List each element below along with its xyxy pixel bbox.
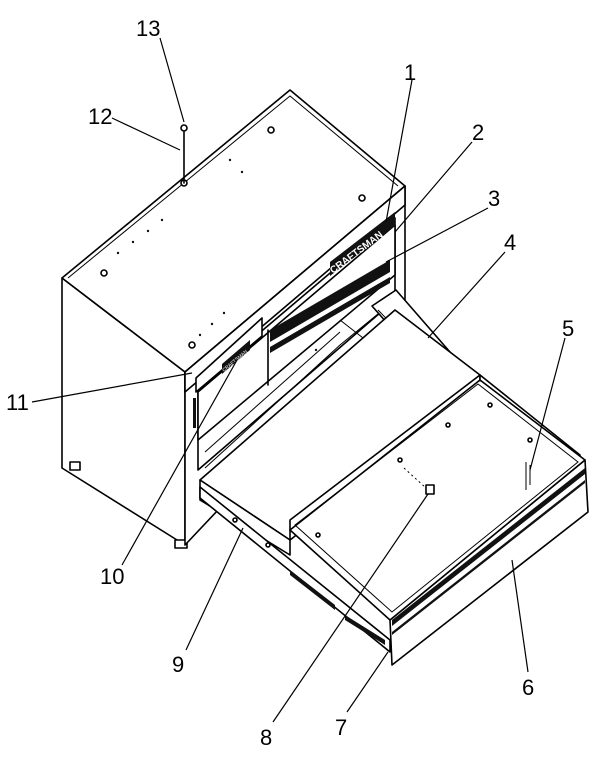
leader-13 (159, 37, 185, 123)
callout-8: 8 (260, 725, 272, 750)
left-slide-bearing (290, 570, 335, 610)
leader-9 (185, 527, 244, 651)
callout-12: 12 (88, 104, 112, 129)
open-drawer (199, 289, 589, 666)
leader-2 (394, 141, 473, 233)
drawer-clip (425, 484, 435, 495)
callout-3: 3 (488, 186, 500, 211)
drawer-front-lip (289, 379, 586, 621)
callout-10: 10 (100, 564, 124, 589)
leader-1 (385, 79, 413, 223)
leader-12 (111, 117, 181, 151)
cabinet-foot-left (69, 461, 81, 471)
leader-5 (529, 337, 566, 471)
callout-6: 6 (522, 675, 534, 700)
front-left-edge-strip (193, 398, 196, 428)
callout-7: 7 (335, 715, 347, 740)
leader-10 (121, 359, 238, 566)
leader-8 (272, 493, 429, 723)
left-drawer-slide (199, 486, 391, 653)
callout-labels: 1 2 3 4 5 6 7 8 9 10 11 12 13 (6, 16, 574, 750)
leader-lines (31, 37, 566, 723)
drawer-handle (392, 468, 585, 626)
cabinet-body: CRAFTSMAN CRAFTSMAN (61, 89, 406, 549)
upper-drawer-handle (270, 260, 390, 342)
leader-11 (31, 372, 193, 403)
callout-1: 1 (404, 60, 416, 85)
callout-4: 4 (504, 230, 516, 255)
drawer-handle-lower (392, 480, 585, 635)
callout-13: 13 (136, 16, 160, 41)
upper-drawer-trim (270, 277, 390, 353)
lock-key-knob (180, 124, 188, 132)
drawer-inner-box (294, 383, 579, 613)
left-slide-stop (345, 615, 385, 645)
leader-6 (511, 559, 529, 673)
leader-3 (385, 207, 489, 263)
callout-11: 11 (6, 390, 29, 415)
leader-4 (427, 251, 506, 339)
callout-9: 9 (172, 652, 184, 677)
callout-5: 5 (562, 316, 574, 341)
callout-2: 2 (472, 120, 484, 145)
leader-7 (346, 651, 389, 713)
